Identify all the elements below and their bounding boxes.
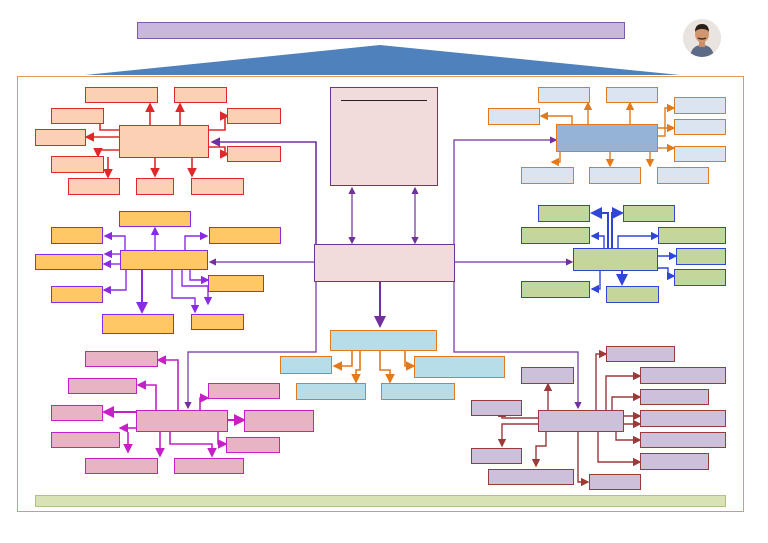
person-photo-icon bbox=[683, 19, 721, 57]
green-node bbox=[538, 205, 590, 222]
yellow-node bbox=[102, 314, 174, 334]
pink-node bbox=[174, 458, 244, 474]
light-blue-node bbox=[674, 146, 726, 162]
header-title-bar bbox=[137, 22, 625, 39]
cyan-node bbox=[296, 383, 366, 400]
diagram-frame bbox=[17, 76, 744, 512]
light-blue-node bbox=[674, 119, 726, 135]
green-node bbox=[658, 227, 726, 244]
red-node bbox=[68, 178, 120, 195]
red-node bbox=[227, 108, 281, 124]
red-node bbox=[174, 87, 227, 103]
cyan-node bbox=[414, 356, 505, 378]
pink-node bbox=[68, 378, 137, 394]
yellow-node bbox=[35, 254, 103, 270]
light-blue-node bbox=[674, 97, 726, 114]
mauve-node bbox=[488, 469, 574, 485]
pink-node bbox=[85, 351, 158, 367]
pink-node bbox=[85, 458, 158, 474]
green-node bbox=[676, 248, 726, 265]
green-node bbox=[623, 205, 675, 222]
pink-node bbox=[51, 432, 120, 448]
red-cluster-center bbox=[119, 125, 209, 158]
cyan-cluster-center bbox=[330, 330, 437, 351]
mauve-node bbox=[471, 400, 522, 416]
mauve-node bbox=[471, 448, 522, 464]
green-node bbox=[606, 286, 659, 303]
mauve-node bbox=[589, 474, 641, 490]
green-cluster-center bbox=[573, 248, 658, 271]
mauve-node bbox=[640, 389, 709, 405]
green-node bbox=[521, 227, 590, 244]
light-blue-node bbox=[488, 108, 540, 125]
light-blue-node bbox=[606, 87, 658, 103]
light-blue-node bbox=[521, 167, 574, 184]
green-node bbox=[674, 269, 726, 286]
yellow-node bbox=[191, 314, 244, 330]
pink-node bbox=[226, 437, 280, 453]
mauve-node bbox=[521, 367, 574, 384]
red-node bbox=[51, 108, 104, 124]
yellow-node bbox=[51, 227, 103, 244]
yellow-cluster-center bbox=[120, 250, 208, 270]
mauve-node bbox=[640, 453, 709, 470]
light-blue-node bbox=[589, 167, 641, 184]
mauve-node bbox=[640, 367, 726, 384]
red-node bbox=[51, 156, 104, 173]
red-node bbox=[191, 178, 244, 195]
pink-node bbox=[208, 383, 280, 399]
mauve-cluster-center bbox=[538, 410, 624, 432]
yellow-node bbox=[51, 286, 103, 303]
cyan-node bbox=[381, 383, 455, 400]
yellow-node bbox=[119, 211, 191, 227]
top-center-panel-rule bbox=[341, 100, 427, 101]
pink-node bbox=[51, 405, 103, 421]
central-hub-box bbox=[314, 244, 455, 282]
blue-cluster-center bbox=[556, 124, 658, 152]
green-node bbox=[521, 281, 590, 298]
yellow-node bbox=[208, 275, 264, 292]
mauve-node bbox=[606, 346, 675, 362]
top-center-panel bbox=[330, 87, 438, 186]
red-node bbox=[227, 146, 281, 162]
pink-cluster-center bbox=[136, 410, 228, 432]
red-node bbox=[136, 178, 174, 195]
mauve-node bbox=[640, 432, 726, 448]
light-blue-node bbox=[538, 87, 590, 103]
light-blue-node bbox=[657, 167, 709, 184]
footer-bar bbox=[35, 495, 726, 507]
mauve-node bbox=[640, 410, 726, 427]
yellow-node bbox=[209, 227, 281, 244]
red-node bbox=[35, 129, 86, 146]
pink-node bbox=[244, 410, 314, 432]
cyan-node bbox=[280, 356, 332, 374]
red-node bbox=[85, 87, 158, 103]
